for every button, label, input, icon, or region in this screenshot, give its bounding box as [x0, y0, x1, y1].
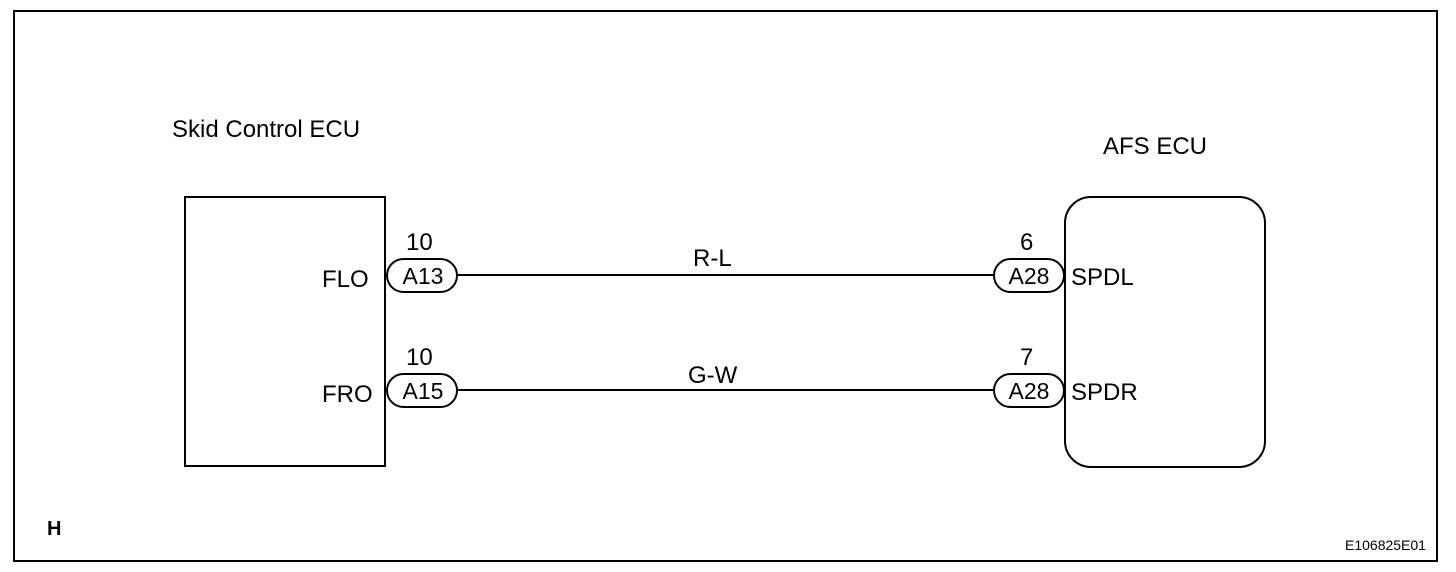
figure-code: E106825E01 [1345, 537, 1426, 553]
wire-color-g-w: G-W [688, 362, 738, 389]
connector-label-a13: A13 [402, 263, 444, 289]
skid-control-ecu-box [184, 196, 386, 467]
afs-ecu-label: AFS ECU [1103, 133, 1208, 160]
terminal-flo: FLO [322, 266, 369, 293]
pin-right-2: 7 [1020, 344, 1034, 371]
pin-right-1: 6 [1020, 229, 1034, 256]
connector-label-a28-bottom: A28 [1008, 378, 1050, 404]
corner-label: H [47, 518, 62, 540]
pin-left-1: 10 [406, 229, 433, 256]
connector-a13-oval [386, 258, 458, 293]
terminal-spdl: SPDL [1071, 264, 1134, 291]
connector-label-a28-top: A28 [1008, 263, 1050, 289]
connector-label-a15: A15 [402, 378, 444, 404]
diagram-frame [13, 10, 1438, 562]
connector-a28-oval-top [993, 258, 1065, 293]
terminal-spdr: SPDR [1071, 379, 1138, 406]
connector-a28-oval-bottom [993, 373, 1065, 408]
skid-control-ecu-label: Skid Control ECU [172, 116, 361, 143]
terminal-fro: FRO [322, 381, 373, 408]
connector-a15-oval [386, 373, 458, 408]
afs-ecu-box [1064, 196, 1266, 468]
wire-color-r-l: R-L [693, 245, 732, 272]
pin-left-2: 10 [406, 344, 433, 371]
